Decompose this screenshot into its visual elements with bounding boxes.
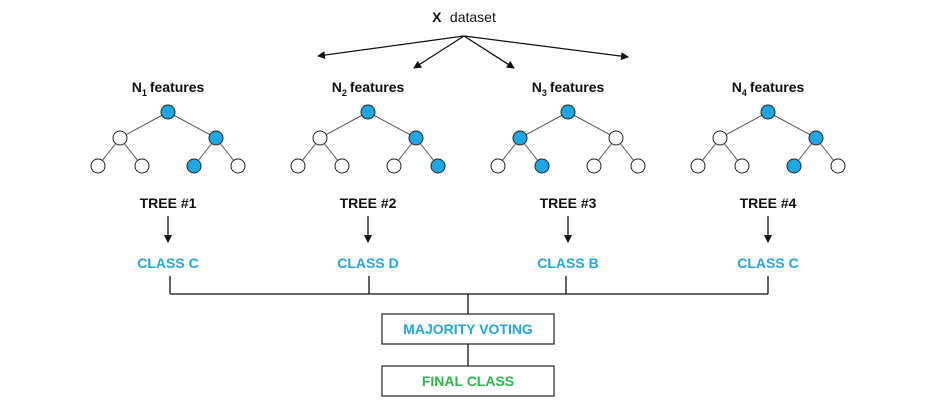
tree-edge — [567, 111, 617, 139]
tree-node-empty — [134, 158, 150, 174]
features-word: features — [350, 79, 405, 95]
tree-node-filled — [560, 104, 576, 120]
dataset-label: X dataset — [432, 9, 496, 26]
tree-label: TREE #1 — [140, 195, 197, 211]
tree-label: TREE #2 — [340, 195, 397, 211]
tree-node-filled — [186, 158, 202, 174]
tree-node-filled — [408, 130, 424, 146]
tree-node-empty — [334, 158, 350, 174]
features-subscript: 4 — [742, 88, 747, 98]
tree-node-filled — [160, 104, 176, 120]
features-prefix: N — [532, 79, 542, 95]
tree-node-filled — [786, 158, 802, 174]
tree-label: TREE #4 — [740, 195, 797, 211]
tree-node-filled — [430, 158, 446, 174]
tree-edge — [319, 111, 369, 139]
features-subscript: 3 — [542, 88, 547, 98]
features-word: features — [150, 79, 205, 95]
tree-class-label: CLASS B — [537, 255, 598, 271]
tree-edge — [167, 111, 217, 139]
tree-node-empty — [230, 158, 246, 174]
tree-label: TREE #3 — [540, 195, 597, 211]
features-word: features — [550, 79, 605, 95]
tree-edge — [719, 111, 769, 139]
features-prefix: N — [332, 79, 342, 95]
features-prefix: N — [132, 79, 142, 95]
tree-edge — [119, 111, 169, 139]
dataset-arrow-2 — [413, 35, 465, 69]
tree-edge — [519, 111, 569, 139]
tree-node-filled — [360, 104, 376, 120]
tree-node-empty — [90, 158, 106, 174]
features-subscript: 1 — [142, 88, 147, 98]
tree-edge — [367, 111, 417, 139]
tree-node-empty — [490, 158, 506, 174]
tree-node-filled — [512, 130, 528, 146]
tree-node-empty — [712, 130, 728, 146]
tree-node-empty — [690, 158, 706, 174]
tree-node-filled — [208, 130, 224, 146]
tree-node-filled — [534, 158, 550, 174]
tree-node-empty — [312, 130, 328, 146]
tree-node-filled — [808, 130, 824, 146]
tree-node-filled — [760, 104, 776, 120]
majority-voting-box: MAJORITY VOTING — [381, 313, 555, 345]
majority-voting-rect — [381, 313, 555, 345]
tree-class-label: CLASS C — [737, 255, 798, 271]
final-class-box: FINAL CLASS — [381, 365, 555, 397]
tree-node-empty — [586, 158, 602, 174]
dataset-arrow-1 — [317, 35, 465, 60]
dataset-text: dataset — [450, 9, 496, 25]
features-subscript: 2 — [342, 88, 347, 98]
majority-voting-label: MAJORITY VOTING — [403, 321, 533, 337]
aggregation-bracket — [169, 276, 769, 314]
tree-class-label: CLASS D — [337, 255, 398, 271]
tree-node-empty — [630, 158, 646, 174]
dataset-bold: X — [432, 9, 442, 25]
tree-node-empty — [112, 130, 128, 146]
tree-node-empty — [290, 158, 306, 174]
tree-class-label: CLASS C — [137, 255, 198, 271]
dataset-arrow-3 — [463, 35, 515, 69]
features-prefix: N — [732, 79, 742, 95]
final-class-rect — [381, 365, 555, 397]
features-word: features — [750, 79, 805, 95]
dataset-arrows — [317, 35, 629, 69]
tree-node-empty — [608, 130, 624, 146]
tree-node-empty — [830, 158, 846, 174]
tree-node-empty — [386, 158, 402, 174]
final-class-label: FINAL CLASS — [422, 373, 514, 389]
tree-edge — [767, 111, 817, 139]
dataset-arrow-4 — [463, 35, 629, 61]
tree-node-empty — [734, 158, 750, 174]
